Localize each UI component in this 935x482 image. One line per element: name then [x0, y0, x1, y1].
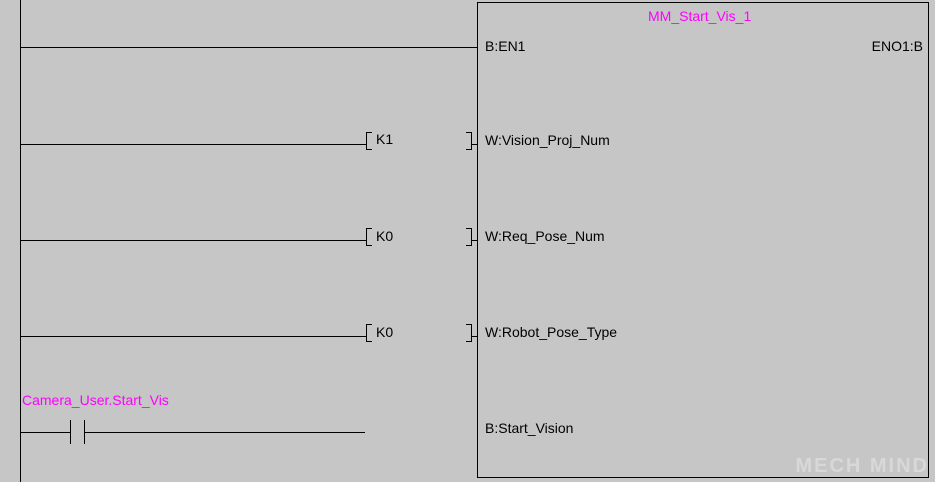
- rung-wire-robot-pose-type: [20, 336, 366, 337]
- rung-wire-vision-proj-num: [20, 144, 366, 145]
- function-block-instance-name: MM_Start_Vis_1: [648, 8, 752, 24]
- input-pin-robot-pose-type: W:Robot_Pose_Type: [485, 324, 618, 340]
- pin-stub: [472, 240, 477, 241]
- function-block-output-pin: ENO1:B: [871, 38, 923, 54]
- constant-bracket-left: [366, 228, 372, 246]
- input-pin-req-pose-num: W:Req_Pose_Num: [485, 228, 605, 244]
- constant-bracket-right: [466, 132, 472, 150]
- rung-wire-contact-left: [20, 432, 70, 433]
- contact-device-label: Camera_User.Start_Vis: [22, 392, 169, 408]
- rung-wire-en: [20, 47, 477, 48]
- constant-value-vision-proj-num[interactable]: K1: [376, 131, 394, 147]
- constant-bracket-right: [466, 324, 472, 342]
- rung-wire-req-pose-num: [20, 240, 366, 241]
- constant-bracket-left: [366, 132, 372, 150]
- function-block[interactable]: [477, 2, 929, 478]
- constant-bracket-left: [366, 324, 372, 342]
- constant-value-req-pose-num[interactable]: K0: [376, 228, 394, 244]
- input-pin-start-vision: B:Start_Vision: [485, 420, 574, 436]
- watermark-logo: MECH MIND: [795, 455, 929, 477]
- input-pin-en: B:EN1: [485, 38, 526, 54]
- left-power-rail: [20, 0, 21, 482]
- constant-bracket-right: [466, 228, 472, 246]
- contact-left-bar[interactable]: [70, 420, 71, 444]
- pin-stub: [472, 144, 477, 145]
- input-pin-vision-proj-num: W:Vision_Proj_Num: [485, 132, 610, 148]
- constant-value-robot-pose-type[interactable]: K0: [376, 324, 394, 340]
- pin-stub: [472, 336, 477, 337]
- rung-wire-contact-right: [84, 432, 365, 433]
